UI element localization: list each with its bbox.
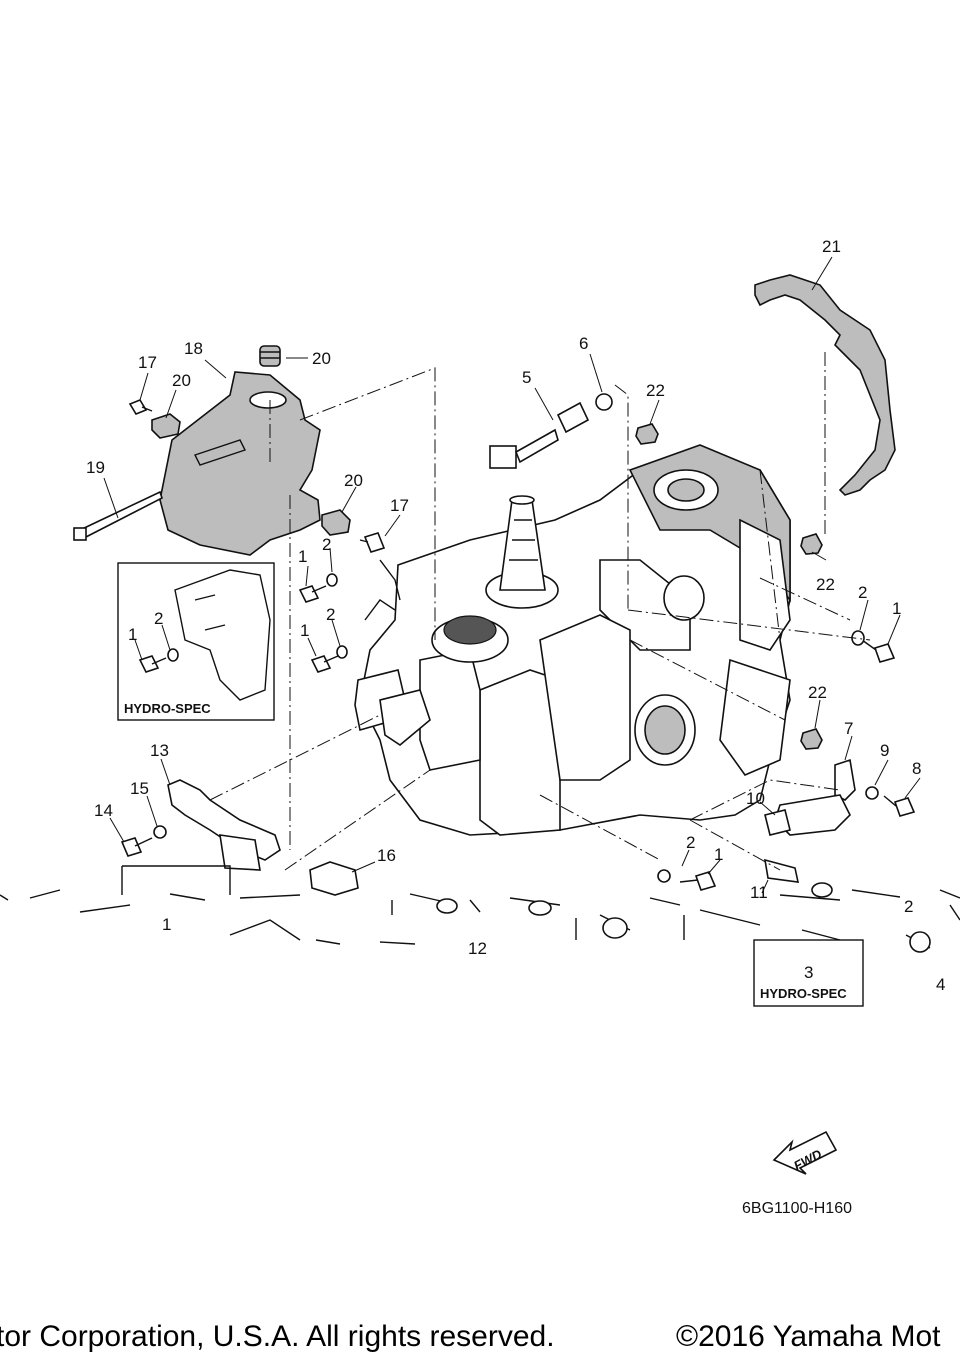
- callout-2: 2: [686, 833, 695, 852]
- assembly-lines: [209, 352, 871, 871]
- hydro-spec-label-right: HYDRO-SPEC: [760, 986, 847, 1001]
- callout-14: 14: [94, 801, 113, 820]
- callout-9: 9: [880, 741, 889, 760]
- engine-block: [354, 444, 791, 836]
- hydro-spec-inset-left: HYDRO-SPEC: [117, 562, 275, 721]
- bracket-21: [754, 274, 896, 496]
- leader-lines: [103, 256, 921, 894]
- callout-1: 1: [300, 621, 309, 640]
- callout-22: 22: [816, 575, 835, 594]
- callout-numbers: 17 18 20 20 19 20 17 5 6 22 21 1 2 1 2 1…: [86, 237, 945, 994]
- callout-1: 1: [162, 915, 171, 934]
- callout-1: 1: [128, 625, 137, 644]
- hydro-spec-inset-right: HYDRO-SPEC: [753, 939, 864, 1007]
- callout-3: 3: [804, 963, 813, 982]
- part-code: 6BG1100-H160: [742, 1200, 852, 1217]
- callout-18: 18: [184, 339, 203, 358]
- callout-12: 12: [468, 939, 487, 958]
- callout-8: 8: [912, 759, 921, 778]
- callout-6: 6: [579, 334, 588, 353]
- bracket-13: [167, 779, 281, 871]
- copyright-left-text: tor Corporation, U.S.A. All rights reser…: [0, 1320, 555, 1353]
- callout-13: 13: [150, 741, 169, 760]
- callout-2: 2: [858, 583, 867, 602]
- hydro-spec-label-left: HYDRO-SPEC: [124, 701, 211, 716]
- callout-10: 10: [746, 789, 765, 808]
- callout-1: 1: [298, 547, 307, 566]
- callout-2: 2: [154, 609, 163, 628]
- callout-1: 1: [714, 845, 723, 864]
- callout-17: 17: [390, 496, 409, 515]
- callout-21: 21: [822, 237, 841, 256]
- small-parts: [73, 345, 916, 896]
- callout-22: 22: [808, 683, 827, 702]
- cover-guard: [159, 371, 321, 556]
- callout-20: 20: [312, 349, 331, 368]
- callout-20: 20: [344, 471, 363, 490]
- callout-11: 11: [750, 883, 768, 902]
- callout-16: 16: [377, 846, 396, 865]
- copyright-footer: tor Corporation, U.S.A. All rights reser…: [0, 1320, 960, 1360]
- callout-2: 2: [326, 605, 335, 624]
- copyright-right-text: ©2016 Yamaha Mot: [676, 1320, 941, 1353]
- bracket-7: [774, 758, 856, 836]
- callout-20: 20: [172, 371, 191, 390]
- callout-22: 22: [646, 381, 665, 400]
- callout-2: 2: [904, 897, 913, 916]
- callout-4: 4: [936, 975, 945, 994]
- callout-7: 7: [844, 719, 853, 738]
- callout-5: 5: [522, 368, 531, 387]
- callout-19: 19: [86, 458, 105, 477]
- callout-2: 2: [322, 535, 331, 554]
- scan-artifact-band: [0, 882, 960, 953]
- callout-1: 1: [892, 599, 901, 618]
- callout-15: 15: [130, 779, 149, 798]
- fwd-arrow-icon: FWD: [772, 1130, 838, 1175]
- callout-17: 17: [138, 353, 157, 372]
